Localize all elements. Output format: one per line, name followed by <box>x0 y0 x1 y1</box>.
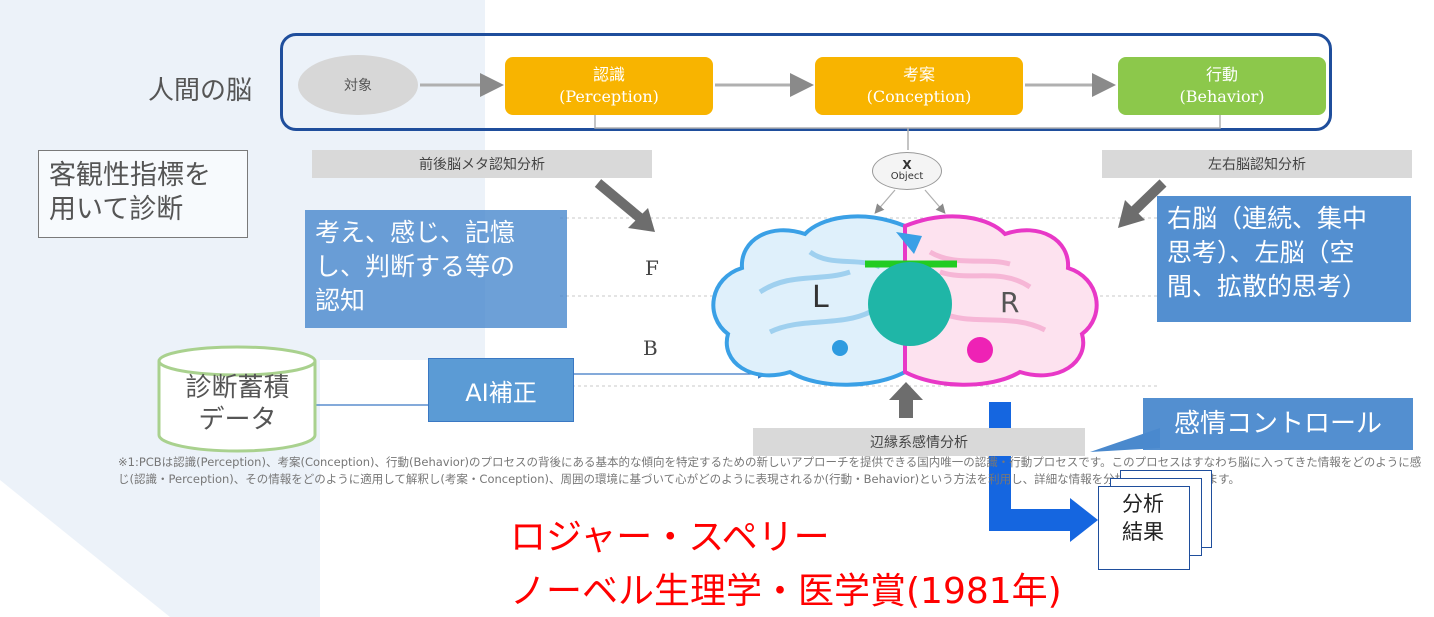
ai-correction-box: AI補正 <box>428 358 574 422</box>
object-ellipse: 対象 <box>298 55 418 115</box>
limbic-analysis-bar: 辺縁系感情分析 <box>753 428 1085 456</box>
hemisphere-line-2: 思考）、左脳（空 <box>1167 238 1355 267</box>
objective-index-note: 客観性指標を 用いて診断 <box>38 150 248 238</box>
cognition-line-1: 考え、感じ、記憶 <box>315 218 516 247</box>
objective-line-1: 客観性指標を <box>49 160 211 191</box>
conception-sub: (Conception) <box>866 87 972 106</box>
front-back-analysis-bar: 前後脳メタ認知分析 <box>312 150 652 178</box>
perception-box: 認識 (Perception) <box>505 57 713 115</box>
hemisphere-line-3: 間、拡散的思考） <box>1167 272 1368 301</box>
left-right-analysis-bar: 左右脳認知分析 <box>1102 150 1412 178</box>
object-node-label: Object <box>890 171 924 182</box>
hemisphere-note: 右脳（連続、集中 思考）、左脳（空 間、拡散的思考） <box>1157 196 1411 322</box>
storage-label: 診断蓄積 データ <box>165 372 310 436</box>
hemisphere-line-1: 右脳（連続、集中 <box>1167 204 1368 233</box>
human-brain-label: 人間の脳 <box>148 76 253 106</box>
behavior-sub: (Behavior) <box>1179 87 1265 106</box>
human-brain-process-frame <box>280 33 1332 131</box>
storage-line-2: データ <box>198 405 277 435</box>
cognition-note: 考え、感じ、記憶 し、判断する等の 認知 <box>305 210 567 328</box>
conception-box: 考案 (Conception) <box>815 57 1023 115</box>
behavior-title: 行動 <box>1205 65 1238 84</box>
objective-line-2: 用いて診断 <box>49 194 184 225</box>
conception-title: 考案 <box>902 65 935 84</box>
result-line-2: 結果 <box>1122 520 1164 544</box>
perception-sub: (Perception) <box>559 87 659 106</box>
front-label: F <box>645 256 659 280</box>
perception-title: 認識 <box>592 65 625 84</box>
footnote-text: ※1:PCBは認識(Perception)、考案(Conception)、行動(… <box>118 455 1422 486</box>
result-line-1: 分析 <box>1122 492 1164 516</box>
analysis-result-label: 分析 結果 <box>1102 490 1184 546</box>
cognition-line-2: し、判断する等の <box>315 252 516 281</box>
storage-line-1: 診断蓄積 <box>185 373 290 403</box>
left-hemisphere-label: L <box>812 280 829 315</box>
back-label: B <box>643 336 658 360</box>
sperry-name: ロジャー・スペリー <box>510 517 830 558</box>
result-card-front <box>1098 486 1190 570</box>
sperry-award: ノーベル生理学・医学賞(1981年) <box>510 571 1062 612</box>
emotion-control-callout: 感情コントロール <box>1143 398 1413 450</box>
storage-cylinder-icon <box>157 345 317 453</box>
behavior-box: 行動 (Behavior) <box>1118 57 1326 115</box>
object-node-x: X <box>902 158 912 172</box>
right-hemisphere-label: R <box>1000 286 1020 319</box>
brain-illustration <box>711 214 1099 387</box>
cognition-line-3: 認知 <box>315 286 366 315</box>
object-node: X Object <box>872 152 942 190</box>
